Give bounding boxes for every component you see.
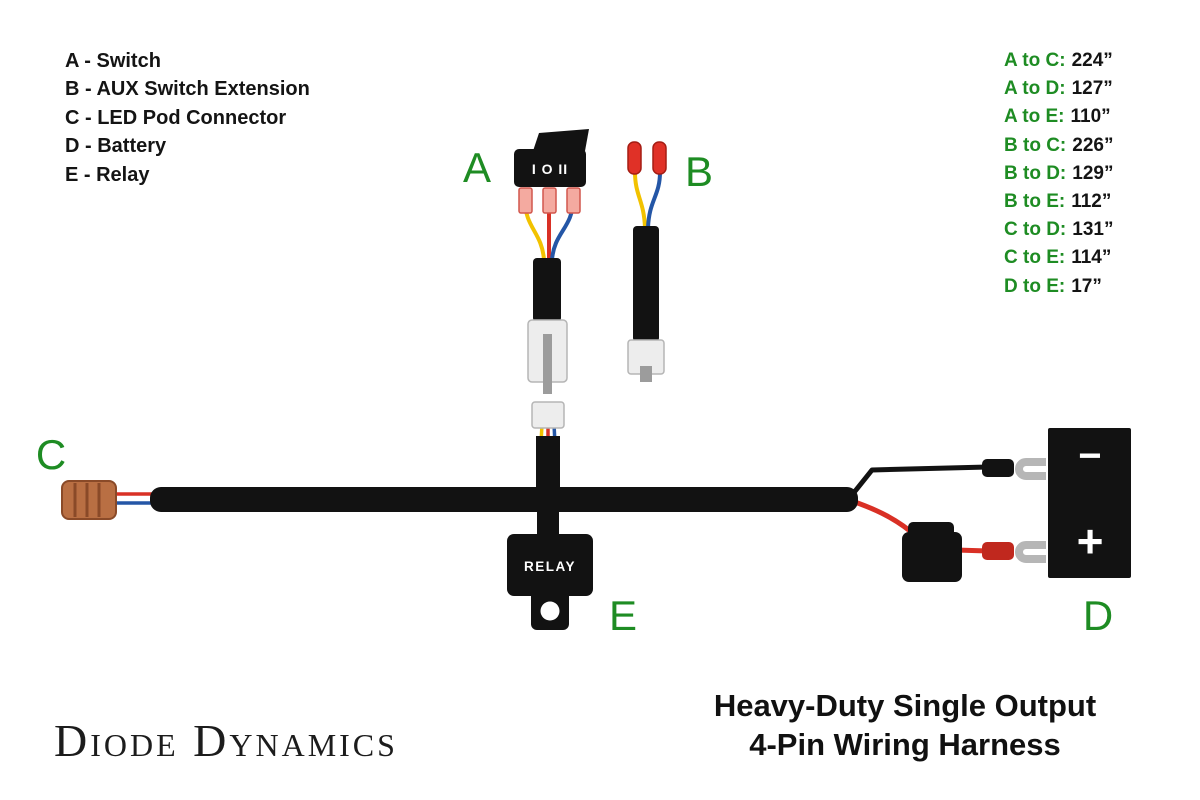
measurement-row: D to E:17” <box>1004 273 1113 301</box>
measurement-pair: A to E: <box>1004 106 1065 128</box>
label-c: C <box>36 431 66 478</box>
aux-cable-sleeve <box>633 226 659 342</box>
measurement-value: 226” <box>1072 134 1114 156</box>
switch-branch-cable <box>536 436 560 508</box>
fuse-holder <box>902 532 962 582</box>
legend: A - Switch B - AUX Switch Extension C - … <box>65 47 310 189</box>
relay-label: RELAY <box>524 559 576 574</box>
measurement-pair: A to C: <box>1004 50 1066 71</box>
aux-connector-pin <box>640 366 652 382</box>
measurement-value: 112” <box>1071 191 1112 213</box>
battery <box>1048 428 1131 578</box>
product-title-line2: 4-Pin Wiring Harness <box>749 727 1061 762</box>
product-title: Heavy-Duty Single Output 4-Pin Wiring Ha… <box>655 686 1155 764</box>
measurement-pair: A to D: <box>1004 78 1066 100</box>
measurement-row: A to E:110” <box>1004 103 1113 131</box>
aux-wire-blue <box>646 170 662 230</box>
measurement-value: 127” <box>1071 78 1113 100</box>
switch-rocker-cap <box>533 129 589 151</box>
measurement-value: 224” <box>1071 50 1113 71</box>
measurement-pair: C to E: <box>1004 247 1066 269</box>
relay-mounting-hole <box>540 601 560 621</box>
switch-connector-pin <box>543 334 552 394</box>
measurements-list: A to C:224” A to D:127” A to E:110” B to… <box>1004 47 1113 301</box>
measurement-row: A to C:224” <box>1004 47 1113 75</box>
legend-item-a: A - Switch <box>65 50 161 72</box>
measurement-row: B to D:129” <box>1004 160 1113 188</box>
label-b: B <box>685 148 713 195</box>
harness-connector-female <box>531 401 565 429</box>
measurement-value: 17” <box>1071 275 1102 297</box>
measurement-pair: B to C: <box>1004 134 1067 156</box>
led-pod-connector-ribs <box>73 483 101 517</box>
switch-terminal-3 <box>566 187 581 214</box>
switch-body <box>514 149 586 187</box>
positive-terminal-crimp <box>982 542 1014 560</box>
brand-logo: Diode Dynamics <box>54 715 398 766</box>
legend-item-c: C - LED Pod Connector <box>65 106 287 129</box>
measurement-value: 110” <box>1070 106 1111 128</box>
led-pod-connector <box>61 480 117 520</box>
legend-item-b: B - AUX Switch Extension <box>65 78 310 101</box>
battery-negative-label: − <box>1078 434 1101 478</box>
measurement-row: B to C:226” <box>1004 132 1113 160</box>
switch-cable-sleeve <box>533 258 561 322</box>
relay-body <box>507 534 593 596</box>
battery-positive-wire <box>849 498 919 539</box>
measurement-pair: D to E: <box>1004 275 1066 297</box>
aux-bullet-connector-1 <box>627 141 642 175</box>
legend-item-d: D - Battery <box>65 135 167 158</box>
legend-item-e: E - Relay <box>65 163 150 186</box>
ground-fork-terminal <box>1015 458 1046 480</box>
relay-branch-cable <box>537 505 559 541</box>
measurement-row: B to E:112” <box>1004 188 1113 216</box>
aux-wire-yellow <box>633 170 647 230</box>
measurement-row: C to E:114” <box>1004 244 1113 272</box>
ground-terminal-crimp <box>982 459 1014 477</box>
measurement-value: 114” <box>1071 247 1112 269</box>
label-e: E <box>609 592 637 639</box>
battery-ground-wire <box>849 464 991 498</box>
aux-bullet-connector-2 <box>652 141 667 175</box>
measurement-pair: B to E: <box>1004 191 1066 213</box>
measurement-value: 129” <box>1072 162 1114 184</box>
switch-terminal-1 <box>518 187 533 214</box>
switch-terminal-2 <box>542 187 557 214</box>
measurement-row: A to D:127” <box>1004 75 1113 103</box>
measurement-pair: B to D: <box>1004 162 1067 184</box>
product-title-line1: Heavy-Duty Single Output <box>713 688 1097 723</box>
positive-fork-terminal <box>1015 541 1046 563</box>
measurement-pair: C to D: <box>1004 219 1067 241</box>
main-harness-cable <box>150 487 858 512</box>
switch-markings: I O II <box>532 161 568 177</box>
label-d: D <box>1083 592 1113 639</box>
label-a: A <box>463 144 491 191</box>
battery-positive-label: + <box>1077 515 1104 567</box>
measurement-row: C to D:131” <box>1004 216 1113 244</box>
measurement-value: 131” <box>1072 219 1114 241</box>
